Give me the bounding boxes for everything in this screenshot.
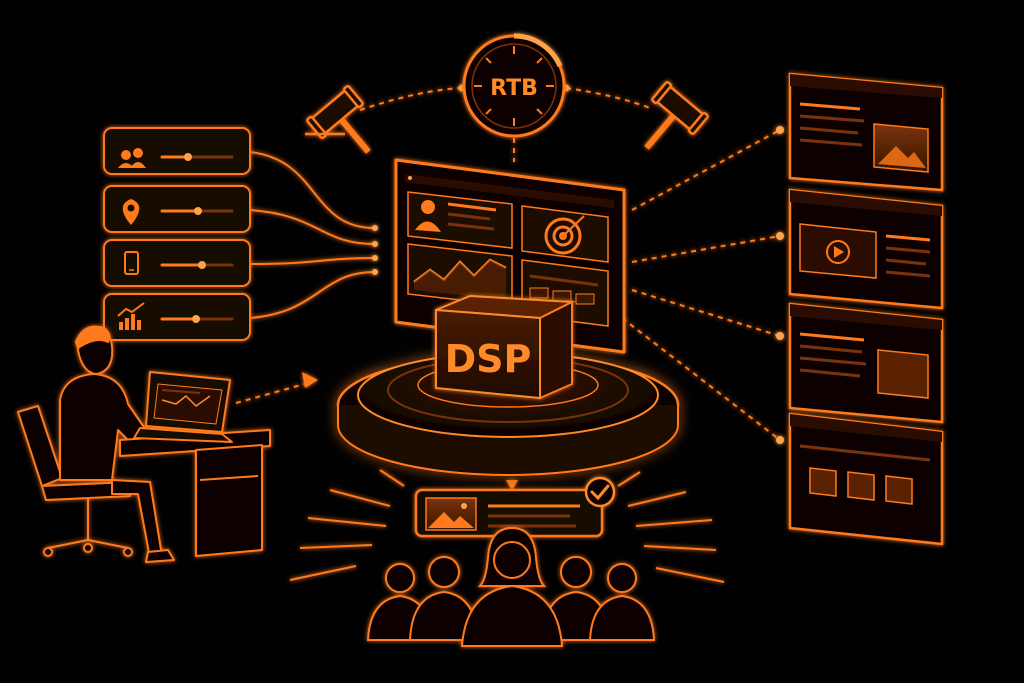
gavel-icon	[644, 81, 709, 150]
connector-site-4	[621, 317, 781, 441]
targeting-panels	[103, 127, 251, 341]
audience-person	[588, 563, 656, 641]
connector-rtb-left	[359, 87, 463, 111]
audience-icon	[118, 148, 146, 168]
target-icon	[544, 215, 585, 255]
arrow-head-laptop	[302, 372, 318, 388]
connector-audience	[249, 151, 376, 229]
play-icon	[826, 240, 850, 264]
slider-panel-location[interactable]	[103, 185, 251, 233]
profile-card	[407, 191, 513, 249]
dsp-label: DSP	[445, 337, 532, 381]
arrow-head-ad	[506, 480, 518, 490]
connector-site-2	[631, 235, 781, 263]
target-card	[521, 205, 609, 263]
connector-device	[249, 257, 376, 265]
audience-person-front	[460, 526, 564, 647]
publisher-site-video[interactable]	[788, 188, 944, 310]
publisher-site-grid[interactable]	[788, 412, 944, 546]
target-audience	[366, 526, 656, 647]
advertiser-at-laptop	[17, 325, 271, 563]
connector-location	[249, 209, 376, 245]
connectors	[235, 87, 781, 480]
slider-panel-audience[interactable]	[103, 127, 251, 175]
checkmark-icon	[584, 476, 616, 508]
rtb-clock: RTB	[462, 33, 566, 138]
connector-growth	[249, 271, 376, 319]
mobile-device-icon	[124, 251, 139, 275]
rtb-label: RTB	[490, 76, 538, 101]
trend-chart-card	[407, 243, 513, 307]
publisher-sites	[788, 72, 944, 546]
gavel-icon	[305, 85, 371, 154]
slider-panel-growth[interactable]	[103, 293, 251, 341]
attention-rays	[289, 469, 725, 583]
connector-site-3	[631, 289, 781, 337]
slider-panel-device[interactable]	[103, 239, 251, 287]
dsp-platform	[336, 352, 680, 476]
user-icon	[415, 200, 441, 232]
publisher-site-image[interactable]	[788, 72, 944, 192]
dsp-box: DSP	[435, 294, 576, 400]
connector-rtb-right	[565, 87, 651, 109]
delivered-ad[interactable]	[414, 476, 616, 538]
connector-laptop	[235, 381, 313, 404]
audience-person	[408, 556, 480, 641]
location-pin-icon	[122, 199, 140, 225]
connector-site-1	[631, 129, 781, 211]
publisher-site-display[interactable]	[788, 302, 944, 424]
growth-chart-icon	[117, 302, 145, 330]
